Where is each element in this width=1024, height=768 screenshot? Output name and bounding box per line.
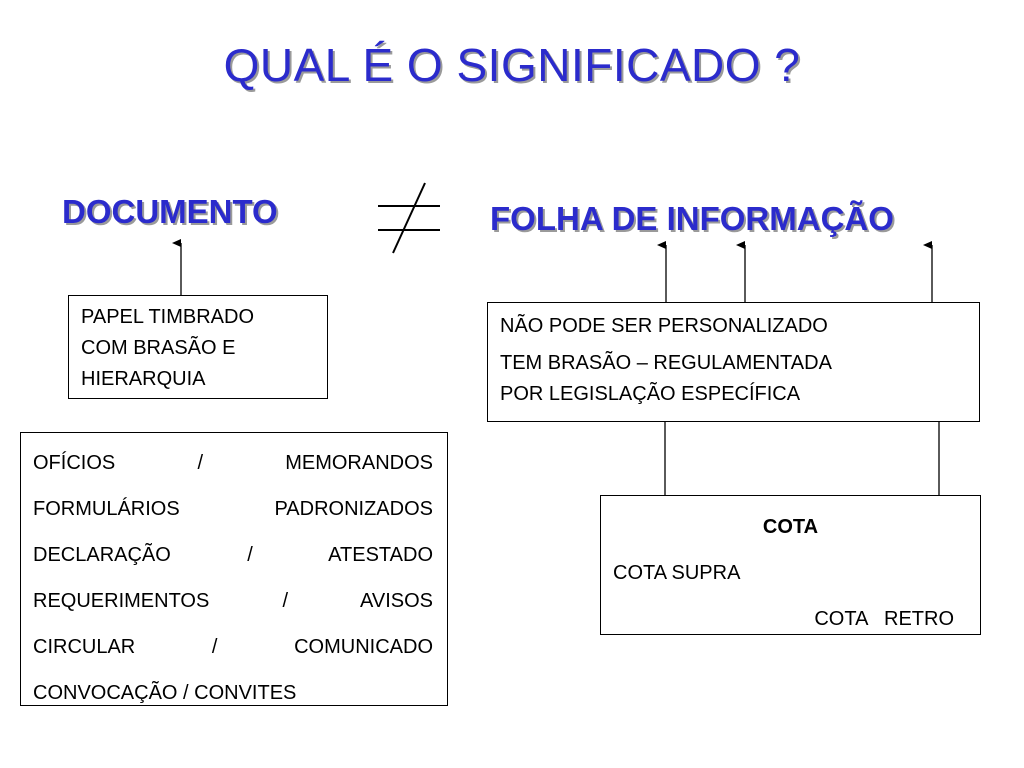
papel-timbrado-box: PAPEL TIMBRADO COM BRASÃO E HIERARQUIA	[68, 295, 328, 399]
list-item: OFÍCIOS / MEMORANDOS	[33, 452, 433, 474]
cota-title: COTA	[762, 516, 819, 538]
not-equal-icon	[378, 182, 440, 254]
cota-supra: COTA SUPRA	[613, 562, 741, 584]
documento-heading: DOCUMENTO	[62, 193, 278, 230]
box-line: TEM BRASÃO – REGULAMENTADA	[500, 352, 832, 374]
document-types-box: OFÍCIOS / MEMORANDOS FORMULÁRIOS PADRONI…	[20, 432, 448, 706]
box-line: HIERARQUIA	[81, 368, 206, 390]
box-line: PAPEL TIMBRADO	[81, 306, 255, 328]
list-item: FORMULÁRIOS PADRONIZADOS	[33, 498, 433, 520]
list-item: CONVOCAÇÃO / CONVITES	[33, 682, 297, 704]
box-line: NÃO PODE SER PERSONALIZADO	[500, 315, 828, 337]
nao-pode-box: NÃO PODE SER PERSONALIZADO TEM BRASÃO – …	[487, 302, 980, 422]
folha-de-informacao-heading: FOLHA DE INFORMAÇÃO	[490, 200, 894, 237]
list-item: DECLARAÇÃO / ATESTADO	[33, 544, 433, 566]
box-line: COM BRASÃO E	[81, 337, 236, 359]
cota-retro: COTA RETRO	[814, 608, 954, 630]
cota-box: COTA COTA SUPRA COTA RETRO	[600, 495, 981, 635]
box-line: POR LEGISLAÇÃO ESPECÍFICA	[500, 383, 801, 405]
list-item: CIRCULAR / COMUNICADO	[33, 636, 433, 658]
list-item: REQUERIMENTOS / AVISOS	[33, 590, 433, 612]
page-title: QUAL É O SIGNIFICADO ?	[223, 39, 801, 91]
